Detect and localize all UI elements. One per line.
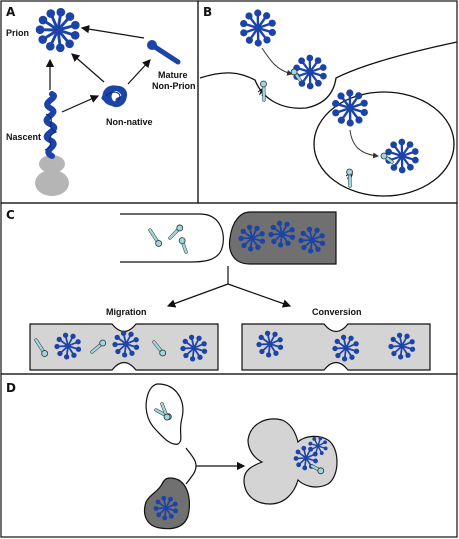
daughter-cell: [314, 92, 454, 196]
panel-c-letter: C: [6, 208, 15, 222]
transfer-arrow-2: [350, 130, 378, 156]
panel-a: Prion Nascent Non-native Mature Non-Prio…: [6, 28, 196, 196]
arrow-nascent-to-nonnative: [62, 96, 98, 112]
branch-arrow-conversion: [228, 284, 290, 306]
arrow-mature-to-prion: [82, 28, 144, 38]
nascent-label: Nascent: [6, 132, 41, 142]
prion-aggregate-icon: [293, 55, 326, 90]
panel-b-border: [198, 1, 457, 203]
non-native-tangle-icon: [104, 88, 125, 105]
conversion-label: Conversion: [312, 307, 362, 317]
prion-label: Prion: [6, 28, 29, 38]
branch-arrow-migration: [168, 284, 228, 306]
panel-d-letter: D: [6, 381, 16, 395]
nonprion-stick-icon: [347, 169, 353, 186]
watermark-text: 搜狐号@李老师谈生化: [290, 515, 416, 530]
ribosome-icon: [35, 155, 69, 196]
panel-a-letter: A: [6, 5, 16, 19]
mature-label-line2: Non-Prion: [152, 81, 196, 91]
dark-cell: [145, 478, 190, 529]
protein-glyph-layer: [36, 8, 419, 520]
panel-b-letter: B: [203, 5, 212, 19]
panel-c: Migration Conversion: [30, 212, 430, 370]
mating-bracket: [186, 448, 196, 484]
panel-b: [200, 42, 457, 196]
zygote-cell: [244, 419, 337, 504]
prion-aggregate-icon: [385, 139, 418, 174]
migration-label: Migration: [106, 307, 147, 317]
mature-label-line1: Mature: [158, 70, 188, 80]
panel-d-border: [1, 374, 457, 537]
transfer-arrow-1: [262, 48, 292, 74]
non-native-label: Non-native: [106, 117, 153, 127]
arrow-nonnative-to-mature: [128, 60, 150, 84]
prion-aggregate-icon: [36, 8, 80, 52]
mature-nonprion-icon: [147, 40, 178, 62]
arrow-nonnative-to-prion: [72, 54, 104, 82]
prion-aggregate-icon: [240, 9, 276, 46]
